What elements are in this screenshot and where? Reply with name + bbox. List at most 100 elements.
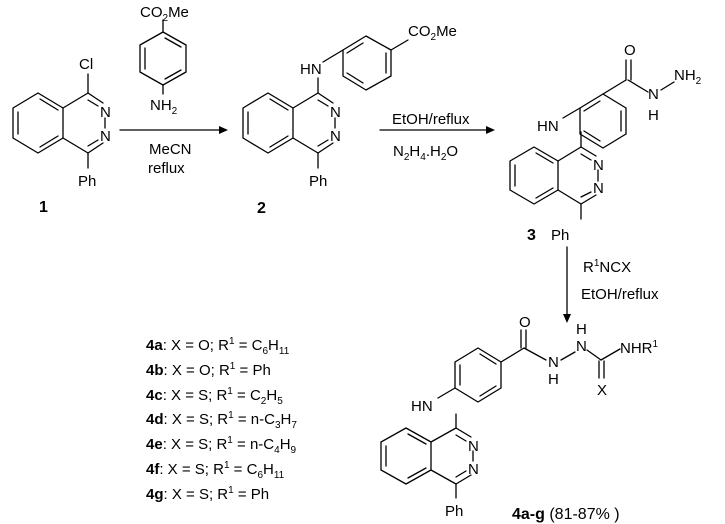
compound-4a-g: N N Ph HN O H N N H X NHR1 4a-g (81-87% … <box>380 314 659 523</box>
reaction-arrow-1: MeCN reflux <box>119 126 228 177</box>
legend-item: 4b: X = O; R1 = Ph <box>146 361 271 379</box>
amine-label: NHR1 <box>620 339 659 357</box>
bond <box>292 92 319 109</box>
bond <box>317 139 329 147</box>
arrow-condition: EtOH/reflux <box>581 286 659 303</box>
benzene-ring <box>380 427 432 485</box>
benzene-ring <box>242 92 294 154</box>
hydrogen-label: H <box>548 371 559 388</box>
nitrogen-label: N <box>468 438 479 455</box>
legend-item: 4e: X = S; R1 = n-C4H9 <box>146 435 297 456</box>
compound-number: 4a-g (81-87% ) <box>512 506 620 523</box>
oxygen-label: O <box>519 314 531 331</box>
nitrogen-label: N <box>593 157 604 174</box>
legend-item: 4f: X = S; R1 = C6H11 <box>146 460 285 481</box>
nitrogen-label: N <box>576 338 587 355</box>
nitrogen-label: N <box>330 104 341 121</box>
svg-text:4b: X = O; R1 = Ph: 4b: X = O; R1 = Ph <box>146 361 271 379</box>
bond <box>560 351 576 361</box>
svg-text:4e: X = S; R1 = n-C4H9: 4e: X = S; R1 = n-C4H9 <box>146 435 297 456</box>
phenyl-label: Ph <box>309 173 327 190</box>
bond <box>580 146 597 157</box>
nitrogen-label: N <box>593 180 604 197</box>
ester-label: CO2Me <box>408 23 457 43</box>
bond <box>455 474 472 485</box>
double-bond <box>164 69 182 80</box>
double-bond <box>164 37 182 48</box>
bond <box>322 49 344 63</box>
nitrogen-label: N <box>100 128 111 145</box>
bond <box>87 99 99 107</box>
bond <box>437 387 456 399</box>
double-bond <box>479 385 497 397</box>
thio-oxo-label: X <box>597 382 607 399</box>
double-bond <box>39 98 59 111</box>
bond <box>455 470 467 478</box>
nitrogen-label: N <box>468 461 479 478</box>
bond <box>87 142 104 154</box>
compound-3: N N Ph HN O N H NH2 3 <box>509 42 702 244</box>
bond <box>580 194 597 205</box>
reaction-arrow-2: EtOH/reflux N2H4.H2O <box>379 111 495 163</box>
legend-item: 4a: X = O; R1 = C6H11 <box>146 336 290 357</box>
double-bond <box>407 433 427 445</box>
substituent-legend: 4a: X = O; R1 = C6H11 4b: X = O; R1 = Ph… <box>146 336 297 503</box>
compound-number: 1 <box>39 199 48 216</box>
legend-item: 4c: X = S; R1 = C2H5 <box>146 386 283 407</box>
arrow-condition: reflux <box>148 160 185 177</box>
bond <box>62 137 89 154</box>
arrow-condition: N2H4.H2O <box>393 143 458 163</box>
amine-label: NH2 <box>150 97 178 117</box>
legend-item: 4d: X = S; R1 = n-C3H7 <box>146 410 297 431</box>
double-bond <box>583 100 601 112</box>
legend-item: 4g: X = S; R1 = Ph <box>146 485 269 503</box>
svg-text:4c: X = S; R1 = C2H5: 4c: X = S; R1 = C2H5 <box>146 386 283 407</box>
benzene-ring <box>342 35 392 91</box>
benzene-ring <box>509 146 559 205</box>
bond <box>430 427 457 443</box>
bond <box>627 79 649 93</box>
arrow-head <box>486 126 495 134</box>
bond <box>500 347 525 363</box>
bond <box>62 92 89 109</box>
double-bond <box>479 353 497 365</box>
bond <box>580 191 592 198</box>
bond <box>87 139 99 147</box>
arrow-condition: R1NCX <box>583 258 631 276</box>
bond <box>602 79 627 95</box>
bond <box>523 347 547 361</box>
bond <box>292 137 319 154</box>
svg-text:4g: X = S; R1 = Ph: 4g: X = S; R1 = Ph <box>146 485 269 503</box>
benzene-ring <box>139 31 187 86</box>
bond <box>390 39 409 51</box>
amine-label: HN <box>411 398 433 415</box>
svg-text:4a: X = O; R1 = C6H11: 4a: X = O; R1 = C6H11 <box>146 336 290 357</box>
benzene-ring <box>579 93 627 149</box>
hydrogen-label: H <box>576 321 587 338</box>
double-bond <box>269 98 289 111</box>
bond <box>557 146 582 162</box>
double-bond <box>346 72 364 84</box>
double-bond <box>583 130 601 142</box>
bond <box>660 81 675 91</box>
double-bond <box>39 135 59 148</box>
reaction-arrow-3: R1NCX EtOH/reflux <box>563 246 659 323</box>
oxygen-label: O <box>624 42 636 59</box>
compound-number: 3 <box>527 227 536 244</box>
benzene-ring <box>12 92 64 154</box>
bond <box>586 349 602 361</box>
double-bond <box>535 152 554 164</box>
phenyl-label: Ph <box>78 173 96 190</box>
double-bond <box>269 135 289 148</box>
phenyl-label: Ph <box>445 503 463 520</box>
arrow-head <box>219 126 228 134</box>
bond <box>562 107 581 119</box>
svg-text:4d: X = S; R1 = n-C3H7: 4d: X = S; R1 = n-C3H7 <box>146 410 297 431</box>
nitrogen-label: N <box>548 354 559 371</box>
arrow-condition: MeCN <box>149 141 192 158</box>
svg-text:4f: X = S; R1 = C6H11: 4f: X = S; R1 = C6H11 <box>146 460 285 481</box>
amine-label: HN <box>300 61 322 78</box>
compound-number: 2 <box>257 200 266 217</box>
bond <box>317 99 329 107</box>
